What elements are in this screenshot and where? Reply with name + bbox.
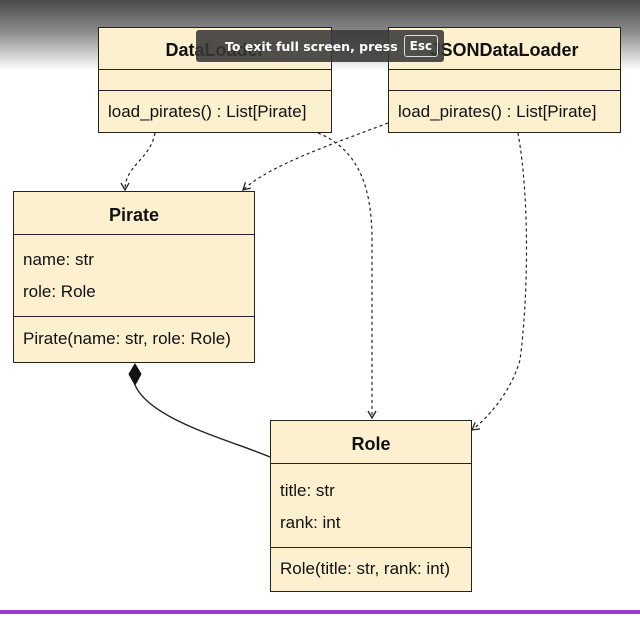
class-pirate-methods: Pirate(name: str, role: Role) bbox=[14, 317, 254, 362]
class-role-attributes: title: str rank: int bbox=[271, 464, 471, 548]
method-load-pirates: load_pirates() : List[Pirate] bbox=[398, 102, 597, 121]
dependency-jsondataloader-pirate bbox=[242, 122, 389, 191]
dependency-dataloader-pirate bbox=[120, 132, 156, 192]
class-jsondataloader-methods: load_pirates() : List[Pirate] bbox=[389, 91, 620, 132]
dependency-dataloader-role bbox=[317, 132, 377, 420]
method-load-pirates: load_pirates() : List[Pirate] bbox=[108, 102, 307, 121]
attribute-name: name: str bbox=[23, 250, 94, 269]
class-dataloader-attributes bbox=[99, 70, 331, 91]
class-pirate-title: Pirate bbox=[14, 192, 254, 235]
video-progress-bar[interactable] bbox=[0, 610, 640, 614]
class-jsondataloader-title: JSONDataLoader bbox=[389, 28, 620, 70]
esc-key-badge: Esc bbox=[403, 35, 439, 57]
method-pirate-constructor: Pirate(name: str, role: Role) bbox=[23, 329, 231, 348]
method-role-constructor: Role(title: str, rank: int) bbox=[280, 559, 451, 578]
toast-message: To exit full screen, press bbox=[225, 38, 398, 54]
class-jsondataloader-attributes bbox=[389, 70, 620, 91]
class-pirate[interactable]: Pirate name: str role: Role Pirate(name:… bbox=[13, 191, 255, 363]
composition-diamond bbox=[128, 363, 142, 387]
class-role-title: Role bbox=[271, 421, 471, 464]
class-dataloader-methods: load_pirates() : List[Pirate] bbox=[99, 91, 331, 132]
fullscreen-exit-toast: To exit full screen, press Esc bbox=[196, 30, 444, 62]
class-role[interactable]: Role title: str rank: int Role(title: st… bbox=[270, 420, 472, 592]
attribute-title: title: str bbox=[280, 481, 335, 500]
dependency-jsondataloader-role bbox=[470, 132, 528, 431]
attribute-rank: rank: int bbox=[280, 513, 341, 532]
attribute-role: role: Role bbox=[23, 282, 96, 301]
class-role-methods: Role(title: str, rank: int) bbox=[271, 548, 471, 591]
composition-pirate-role bbox=[134, 384, 271, 458]
class-pirate-attributes: name: str role: Role bbox=[14, 235, 254, 317]
